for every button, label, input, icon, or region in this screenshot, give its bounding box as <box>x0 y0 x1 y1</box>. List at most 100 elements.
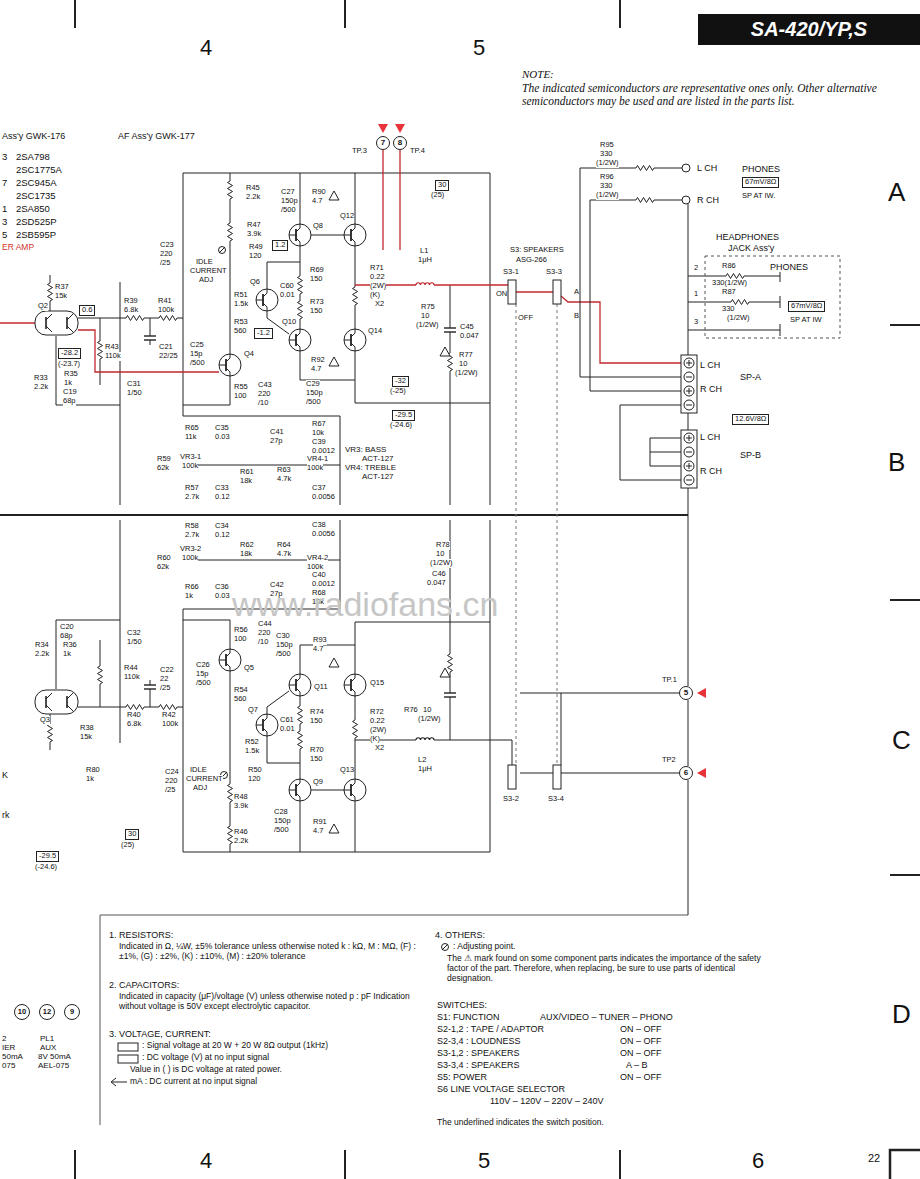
capacitor-symbol <box>144 336 156 340</box>
note-label: S5: POWER <box>437 1072 487 1082</box>
note-label: R CH <box>700 384 722 394</box>
grid-mark <box>619 0 621 28</box>
part-label: /10 <box>258 399 268 408</box>
part-label: R61 <box>240 468 254 477</box>
wire <box>688 488 689 686</box>
grid-mark <box>344 1150 346 1179</box>
terminal-circle: 9 <box>64 1004 80 1020</box>
note-label: ON – OFF <box>620 1036 662 1046</box>
part-label: A <box>574 288 579 297</box>
part-label: 2.7k <box>185 531 199 540</box>
note-label: S3-3,4 : SPEAKERS <box>437 1060 520 1070</box>
note-label: S1: FUNCTION <box>437 1012 500 1022</box>
note-label: K <box>2 770 8 780</box>
wire <box>355 801 356 852</box>
wire <box>230 173 231 354</box>
note-label: ER AMP <box>2 243 34 253</box>
wire <box>300 645 355 674</box>
safety-mark <box>440 347 450 356</box>
safety-mark <box>329 824 339 833</box>
note-label: Ass'y GWK-176 <box>2 131 65 141</box>
part-label: C26 <box>196 661 210 670</box>
note-label: 2SA798 <box>16 152 50 163</box>
wire <box>620 405 681 480</box>
part-label: Q3 <box>40 716 50 725</box>
signal-path <box>561 296 681 363</box>
part-label: C35 <box>215 424 229 433</box>
wire <box>311 790 344 791</box>
part-label: C19 <box>63 388 77 397</box>
part-label: (-24.6) <box>390 421 412 430</box>
part-label: AUX <box>40 1043 56 1052</box>
note-label: 3. VOLTAGE, CURRENT: <box>109 1029 211 1039</box>
part-label: R57 <box>185 484 199 493</box>
note-label: L CH <box>697 163 717 173</box>
part-label: R72 <box>370 708 384 717</box>
part-label: C60 <box>280 282 294 291</box>
part-label: 150p <box>276 641 293 650</box>
note-text: The ⚠ mark found on some component parts… <box>447 954 767 983</box>
part-label: 1k <box>63 650 71 659</box>
capacitor-symbol <box>444 693 456 697</box>
terminal-circle: 5 <box>679 686 693 700</box>
part-label: R63 <box>277 466 291 475</box>
part-label: (1/2W) <box>727 314 750 323</box>
current-arrow <box>112 1082 127 1083</box>
note-label: 3 <box>2 217 7 228</box>
wire <box>688 330 780 331</box>
speaker-terminal <box>684 400 694 410</box>
part-label: 0.0056 <box>312 530 335 539</box>
part-label: X2 <box>375 300 384 309</box>
speaker-terminal <box>684 475 694 485</box>
part-label: /500 <box>281 206 296 215</box>
part-label: 1/50 <box>127 638 142 647</box>
part-label: R90 <box>312 188 326 197</box>
grid-mark <box>344 0 346 28</box>
transistor-symbol <box>344 224 366 246</box>
part-label: VR4: TREBLE <box>345 463 396 472</box>
note-label: PHONES <box>770 262 808 272</box>
safety-mark <box>329 658 339 667</box>
part-label: 2.7k <box>185 493 199 502</box>
part-label: /500 <box>306 398 321 407</box>
part-label: 150 <box>310 717 323 726</box>
part-label: 8V 50mA <box>38 1052 71 1061</box>
part-label: R39 <box>124 297 138 306</box>
voltage-box: 67mV/8Ω <box>788 301 825 312</box>
part-label: 100k <box>182 554 198 563</box>
resistor-symbol <box>126 315 144 321</box>
part-label: C27 <box>281 188 295 197</box>
part-label: R58 <box>185 522 199 531</box>
part-label: R92 <box>311 356 325 365</box>
resistor-symbol <box>97 341 103 359</box>
part-label: 150 <box>310 755 323 764</box>
part-label: 0.01 <box>280 291 295 300</box>
jack-terminal <box>682 196 690 204</box>
grid-mark <box>890 324 920 326</box>
part-label: OFF <box>518 314 533 323</box>
part-label: R93 <box>313 636 327 645</box>
node-text: -29.5 <box>395 410 412 419</box>
grid-mark <box>890 599 920 601</box>
part-label: R49 <box>249 243 263 252</box>
wire <box>120 520 121 743</box>
part-label: 0.047 <box>460 332 479 341</box>
part-label: 1/50 <box>127 389 142 398</box>
transistor-symbol <box>256 714 278 736</box>
part-label: 3.9k <box>247 230 261 239</box>
part-label: CURRENT <box>186 775 223 784</box>
grid-reference: D <box>892 1000 911 1030</box>
speaker-terminal <box>684 358 694 368</box>
voltage-box: 30 <box>435 180 449 191</box>
part-label: PL1 <box>40 1034 54 1043</box>
part-label: R55 <box>234 383 248 392</box>
node-text: 12 <box>43 1008 51 1017</box>
part-label: /10 <box>258 638 268 647</box>
part-label: R95 <box>600 141 614 150</box>
part-label: ADJ <box>193 784 207 793</box>
part-label: C32 <box>127 629 141 638</box>
part-label: 0.12 <box>215 493 230 502</box>
test-point-arrow <box>378 124 388 133</box>
dc-voltage-symbol <box>118 1055 138 1063</box>
part-label: 1k <box>64 379 72 388</box>
